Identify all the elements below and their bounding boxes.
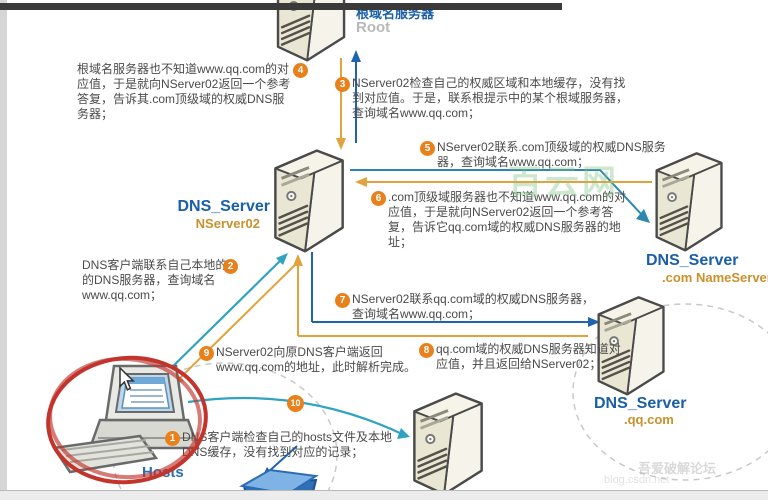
qqdns-sublabel: .qq.com <box>624 412 674 427</box>
arrow-com-query-response <box>350 169 652 223</box>
step-3-text: NServer02检查自己的权威区域和本地缓存，没有找到对应值。于是，联系根提示… <box>352 76 629 120</box>
step-6-badge: 6 <box>371 191 386 206</box>
step-5-text: NServer02联系.com顶级域的权威DNS服务器，查询域名www.qq.c… <box>437 140 666 169</box>
localdns-label: DNS_Server <box>177 198 271 215</box>
step-4-text: 根域名服务器也不知道www.qq.com的对应值，于是就向NServer02返回… <box>77 62 291 121</box>
step-5-badge: 5 <box>420 141 435 156</box>
step-1-badge: 1 <box>165 431 180 446</box>
watermark-forum: 吾爱破解论坛 <box>638 461 717 476</box>
step-6-text: .com顶级域服务器也不知道www.qq.com的对应值，于是就向NServer… <box>388 190 627 249</box>
window-left-edge <box>0 0 7 500</box>
step-8-badge: 8 <box>419 343 434 358</box>
step-2: 2 DNS客户端联系自己本地的的DNS服务器，查询域名www.qq.com； <box>82 258 238 303</box>
arrow-qq-query-response <box>293 252 600 337</box>
step-4-badge: 4 <box>293 63 308 78</box>
localdns-sublabel: NServer02 <box>195 216 260 231</box>
qqdns-label: DNS_Server <box>594 395 687 412</box>
red-circle-annotation <box>46 355 208 485</box>
step-8-text: qq.com域的权威DNS服务器知道对应值，并且返回给NServer02； <box>436 342 621 371</box>
comdns-label: DNS_Server <box>646 252 739 269</box>
step-9-text: NServer02向原DNS客户端返回www.qq.com的地址，此时解析完成。 <box>216 345 417 374</box>
step-3-badge: 3 <box>335 77 350 92</box>
step-10-badge: 10 <box>287 395 304 412</box>
window-bottom-edge <box>0 490 768 500</box>
watermark-center: 百云网 <box>508 164 619 202</box>
step-7-text: NServer02联系qq.com域的权威DNS服务器，查询域名www.qq.c… <box>352 292 595 321</box>
step-2-badge: 2 <box>223 259 238 274</box>
dashed-region-ellipse-qq <box>572 303 768 481</box>
step-9: 9 NServer02向原DNS客户端返回www.qq.com的地址，此时解析完… <box>199 345 424 375</box>
watermark-url: blog.csdn.net <box>604 474 670 486</box>
step-7: 7 NServer02联系qq.com域的权威DNS服务器，查询域名www.qq… <box>335 292 600 322</box>
step-1: 1 DNS客户端检查自己的hosts文件及本地DNS缓存，没有找到对应的记录； <box>165 430 414 460</box>
step-9-badge: 9 <box>199 346 214 361</box>
step-3: 3 NServer02检查自己的权威区域和本地缓存，没有找到对应值。于是，联系根… <box>335 76 637 121</box>
window-titlebar-fragment <box>0 3 562 10</box>
root-label-en: Root <box>356 19 391 36</box>
step-4: 4 根域名服务器也不知道www.qq.com的对应值，于是就向NServer02… <box>77 62 308 122</box>
mouse-cursor-icon <box>119 366 136 391</box>
comdns-sublabel: .com NameServer <box>662 270 768 285</box>
step-1-text: DNS客户端检查自己的hosts文件及本地DNS缓存，没有找到对应的记录； <box>182 430 393 459</box>
step-6: 6 .com顶级域服务器也不知道www.qq.com的对应值，于是就向NServ… <box>371 190 628 250</box>
step-2-text: DNS客户端联系自己本地的的DNS服务器，查询域名www.qq.com； <box>82 258 228 302</box>
arrow-root-query-response <box>336 50 361 150</box>
step-8: 8 qq.com域的权威DNS服务器知道对应值，并且返回给NServer02； <box>419 342 628 372</box>
step-5: 5 NServer02联系.com顶级域的权威DNS服务器，查询域名www.qq… <box>420 140 675 170</box>
step-7-badge: 7 <box>335 293 350 308</box>
